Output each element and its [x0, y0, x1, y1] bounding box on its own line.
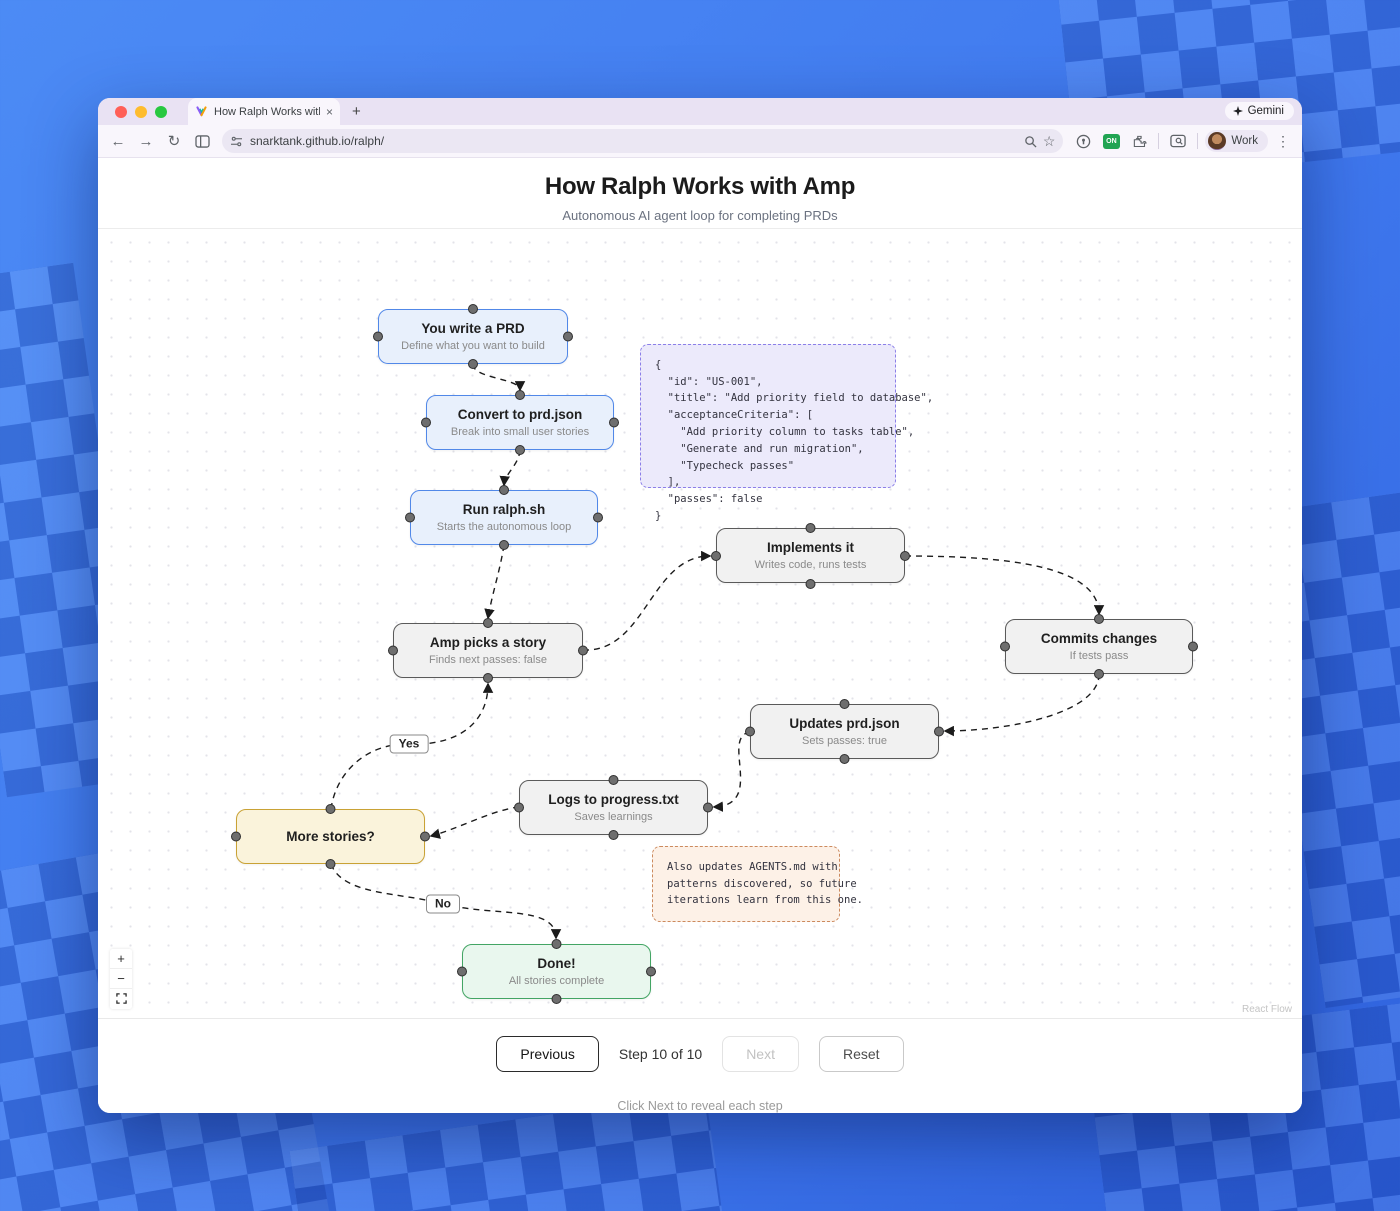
tab-close-icon[interactable]: × [325, 104, 333, 119]
node-subtitle: All stories complete [508, 975, 605, 988]
site-settings-icon[interactable] [230, 136, 243, 147]
node-title: More stories? [286, 829, 375, 845]
reload-icon[interactable]: ↻ [167, 133, 181, 150]
close-window-button[interactable] [115, 105, 127, 118]
flow-node-more-stories[interactable]: More stories? [236, 808, 425, 864]
zoom-in-button[interactable]: + [110, 948, 132, 969]
profile-button[interactable]: Work [1205, 130, 1268, 152]
flow-node-logs-progress[interactable]: Logs to progress.txt Saves learnings [519, 779, 708, 835]
toolbar-divider [1158, 133, 1160, 149]
flow-node-convert-prdjson[interactable]: Convert to prd.json Break into small use… [426, 394, 614, 450]
edge-prd-convert [472, 363, 526, 392]
maximize-window-button[interactable] [155, 105, 167, 118]
on-badge: ON [1102, 133, 1120, 149]
node-title: Convert to prd.json [457, 407, 583, 423]
bookmark-star-icon[interactable]: ☆ [1042, 132, 1056, 149]
node-subtitle: Writes code, runs tests [754, 559, 867, 572]
flow-node-commits-changes[interactable]: Commits changes If tests pass [1005, 618, 1193, 674]
node-subtitle: Finds next passes: false [428, 654, 547, 667]
step-controls: Previous Step 10 of 10 Next Reset Click … [98, 1019, 1302, 1113]
flow-node-done[interactable]: Done! All stories complete [462, 943, 651, 999]
toolbar-divider [1197, 133, 1199, 149]
flow-node-updates-prdjson[interactable]: Updates prd.json Sets passes: true [750, 703, 939, 759]
node-title: Commits changes [1040, 631, 1158, 647]
browser-toolbar: ← → ↻ snarktank.github.io/ralph/ ☆ ON [98, 125, 1302, 158]
reset-button[interactable]: Reset [818, 1036, 904, 1072]
edge-amp-implements [582, 550, 712, 651]
story-json-note: { "id": "US-001", "title": "Add priority… [640, 343, 933, 522]
node-title: Implements it [766, 540, 855, 556]
agents-md-note: Also updates AGENTS.md with patterns dis… [652, 845, 863, 923]
extensions-puzzle-icon[interactable] [1127, 129, 1151, 153]
tab-title: How Ralph Works with Amp [214, 105, 320, 118]
side-search-icon[interactable] [1166, 129, 1190, 153]
edge-updates-logs [712, 731, 751, 812]
node-subtitle: Sets passes: true [802, 735, 887, 748]
node-title: Updates prd.json [789, 716, 900, 732]
react-flow-attribution[interactable]: React Flow [1241, 1004, 1292, 1015]
window-controls [115, 105, 167, 118]
node-subtitle: If tests pass [1069, 650, 1129, 663]
edge-implements-commits [904, 555, 1105, 616]
zoom-out-button[interactable]: − [110, 968, 132, 989]
forward-icon[interactable]: → [138, 132, 154, 150]
flow-node-amp-picks-story[interactable]: Amp picks a story Finds next passes: fal… [393, 622, 583, 678]
edge-commits-updates [943, 673, 1100, 737]
flow-node-run-ralph[interactable]: Run ralph.sh Starts the autonomous loop [410, 489, 598, 545]
profile-label: Work [1231, 135, 1258, 147]
flow-zoom-controls: + − [110, 948, 132, 1009]
flow-node-write-prd[interactable]: You write a PRD Define what you want to … [378, 308, 568, 364]
edge-convert-run [499, 449, 521, 487]
gemini-label: Gemini [1247, 105, 1284, 117]
amp-favicon [196, 106, 207, 117]
node-title: Amp picks a story [429, 635, 547, 651]
page-subtitle: Autonomous AI agent loop for completing … [562, 208, 838, 223]
edge-label-yes: Yes [389, 734, 429, 754]
step-indicator: Step 10 of 10 [618, 1046, 703, 1062]
back-icon[interactable]: ← [110, 132, 126, 150]
tab-strip: How Ralph Works with Amp × + Gemini [98, 98, 1302, 125]
side-panel-icon[interactable] [190, 129, 214, 153]
flow-node-implements-it[interactable]: Implements it Writes code, runs tests [716, 527, 905, 583]
node-subtitle: Saves learnings [574, 811, 653, 824]
node-title: Logs to progress.txt [548, 792, 679, 808]
password-manager-extension-icon[interactable] [1071, 129, 1095, 153]
hint-text: Click Next to reveal each step [617, 1099, 783, 1113]
page-content: How Ralph Works with Amp Autonomous AI a… [98, 158, 1302, 1113]
node-title: You write a PRD [421, 321, 525, 337]
node-subtitle: Define what you want to build [401, 340, 545, 353]
edge-run-amp [484, 544, 505, 620]
spark-icon [1232, 106, 1243, 116]
fit-view-icon [115, 993, 127, 1005]
previous-button[interactable]: Previous [496, 1036, 599, 1072]
node-subtitle: Starts the autonomous loop [436, 521, 572, 534]
edge-logs-more [429, 806, 520, 839]
profile-avatar [1208, 132, 1227, 150]
more-menu-icon[interactable]: ⋮ [1276, 132, 1290, 149]
fit-view-button[interactable] [110, 988, 132, 1009]
zoom-page-icon[interactable] [1024, 135, 1037, 148]
address-bar[interactable]: snarktank.github.io/ralph/ ☆ [222, 129, 1064, 153]
page-title: How Ralph Works with Amp [544, 173, 856, 200]
minimize-window-button[interactable] [135, 105, 147, 118]
node-subtitle: Break into small user stories [450, 426, 590, 439]
edge-label-no: No [426, 894, 460, 914]
react-flow-canvas[interactable]: You write a PRD Define what you want to … [98, 228, 1302, 1019]
browser-window: How Ralph Works with Amp × + Gemini ← → … [98, 98, 1302, 1113]
gemini-button[interactable]: Gemini [1224, 102, 1294, 120]
adblock-on-extension-icon[interactable]: ON [1099, 129, 1123, 153]
next-button[interactable]: Next [722, 1036, 799, 1072]
browser-tab[interactable]: How Ralph Works with Amp × [188, 98, 340, 125]
page-header: How Ralph Works with Amp Autonomous AI a… [98, 158, 1302, 229]
node-title: Run ralph.sh [462, 502, 546, 518]
new-tab-button[interactable]: + [352, 103, 361, 120]
url-text[interactable]: snarktank.github.io/ralph/ [250, 134, 385, 148]
node-title: Done! [537, 956, 576, 972]
